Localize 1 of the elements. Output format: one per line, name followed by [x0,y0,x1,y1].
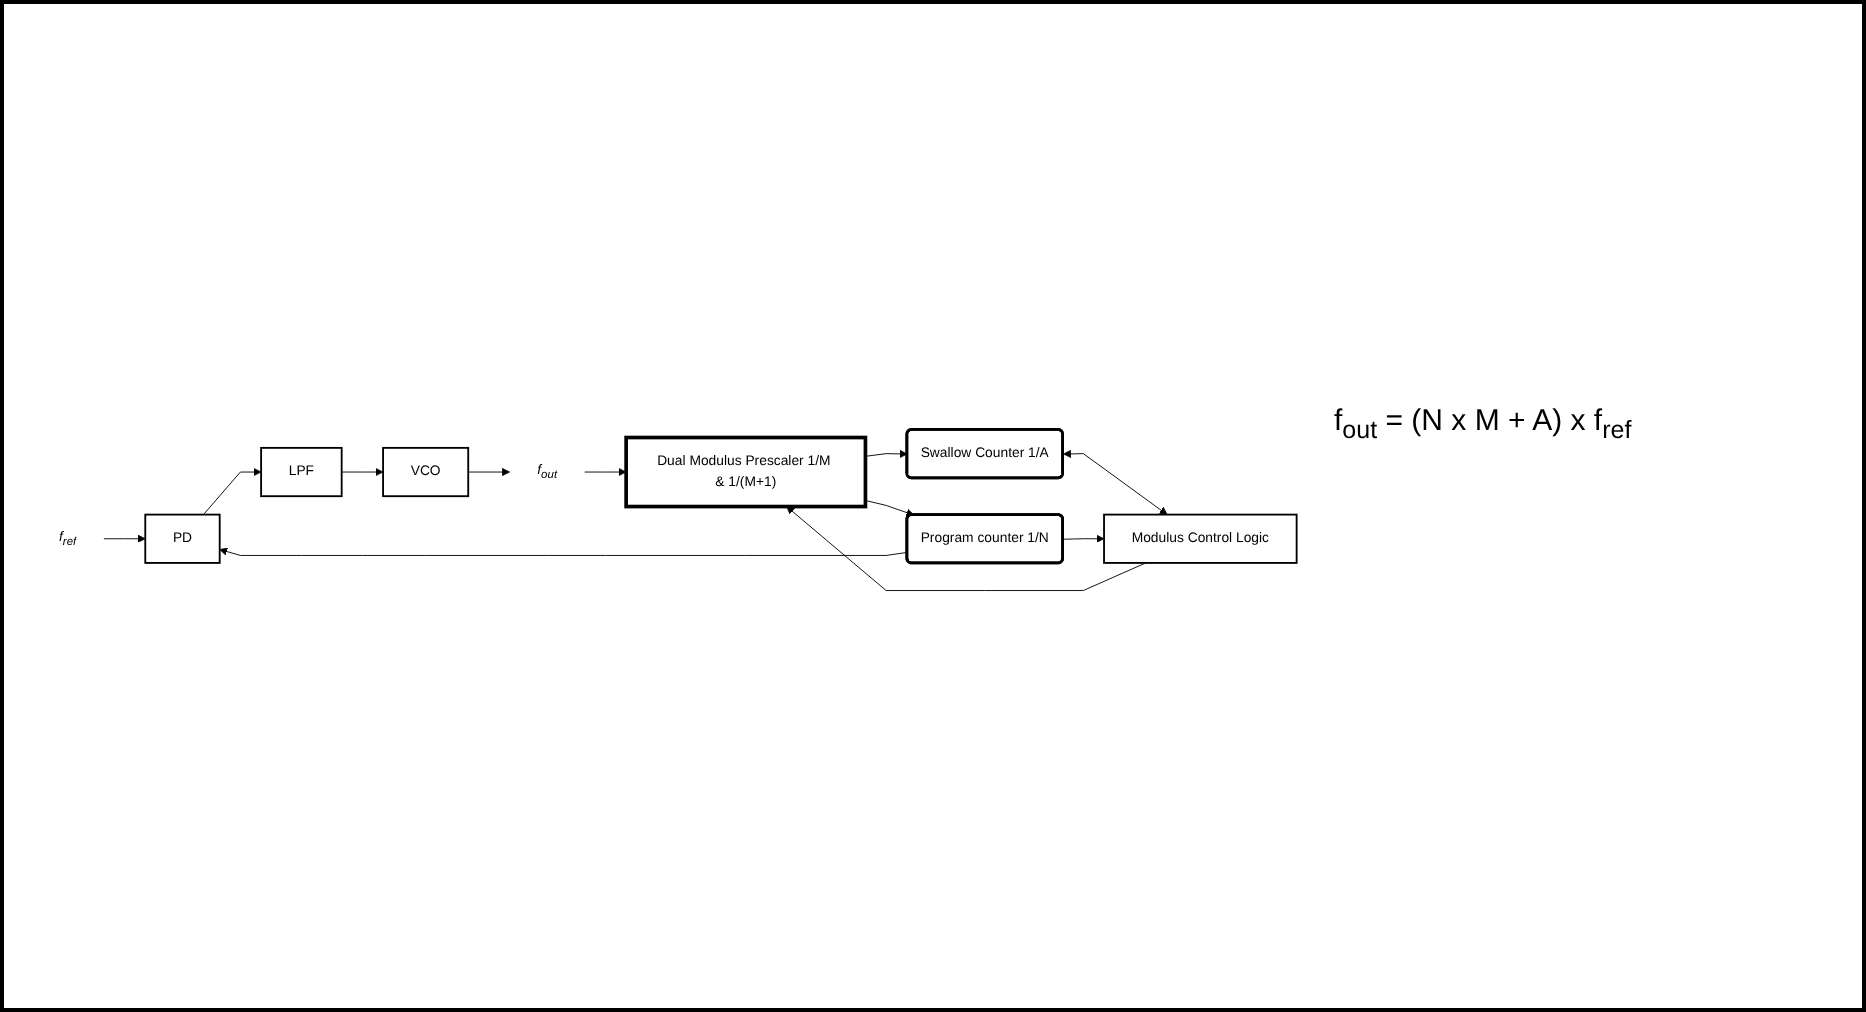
formula-text: f$_{out}$ = (N x M + A) x f$_{ref}$ [1334,404,1632,444]
